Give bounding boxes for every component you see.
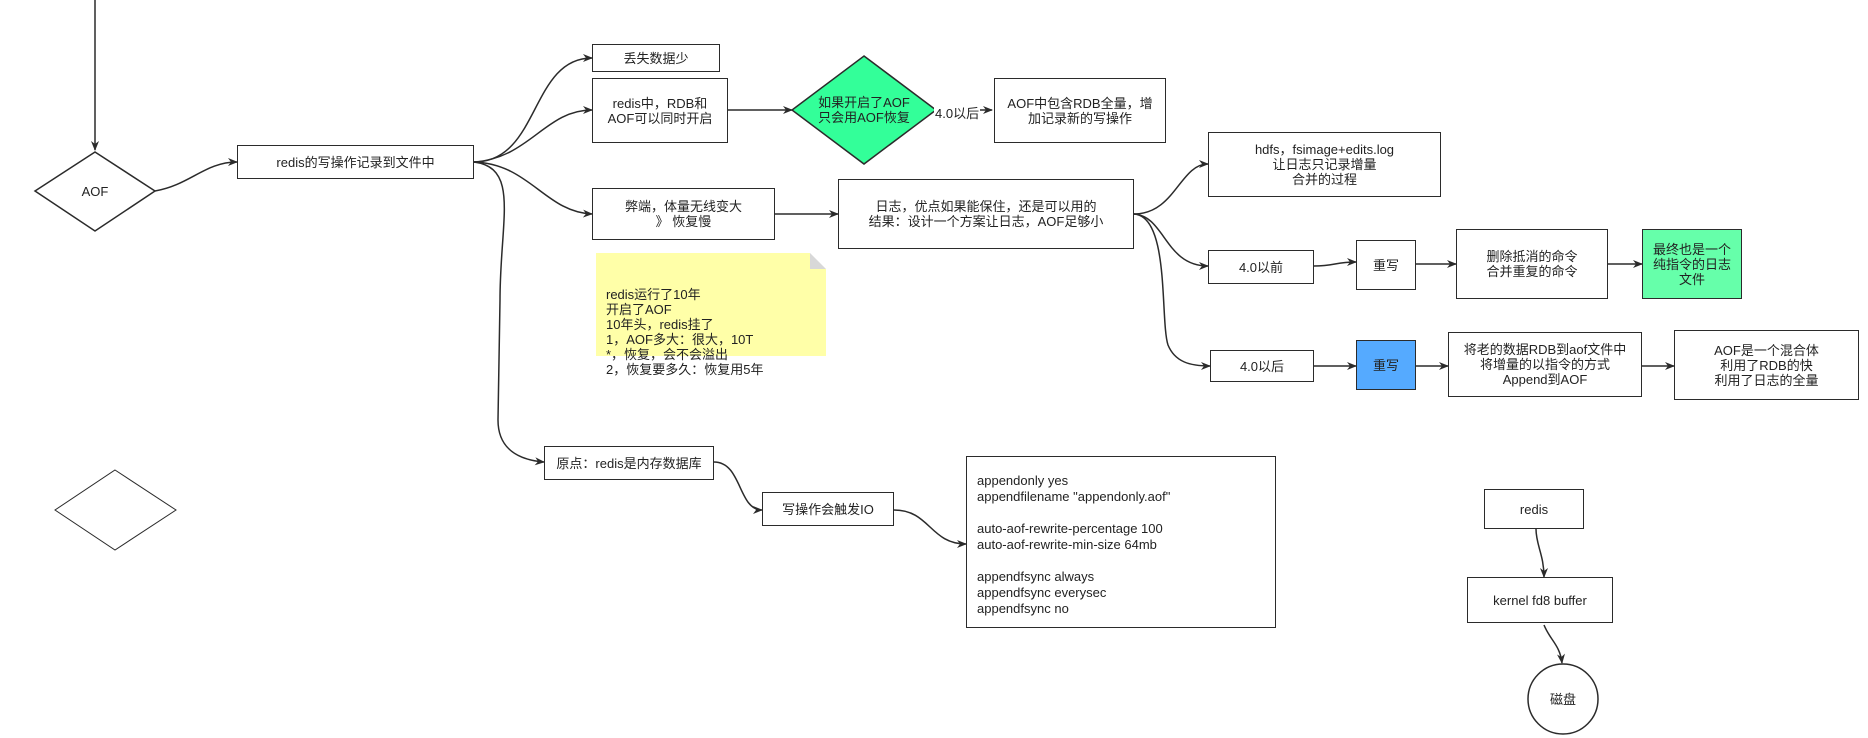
node-lose-less: 丢失数据少	[592, 44, 720, 72]
edge-kernel-to-disk	[1543, 624, 1565, 664]
note-text: redis运行了10年 开启了AOF 10年头，redis挂了 1，AOF多大：…	[606, 287, 764, 377]
edge-writelog-to-drawback	[473, 161, 593, 218]
after40-edge-label: 4.0以后	[934, 103, 981, 122]
empty-diamond	[54, 469, 177, 551]
disk-circle	[1527, 663, 1599, 735]
aof-diamond	[33, 151, 157, 232]
disk-label: 磁盘	[1549, 691, 1576, 707]
node-rewrite1: 重写	[1356, 240, 1416, 290]
node-after40: 4.0以后	[1210, 350, 1314, 382]
if-aof-diamond	[790, 55, 938, 165]
edge-aof-to-writelog	[154, 158, 238, 192]
node-rdb-aof-both: redis中，RDB和 AOF可以同时开启	[592, 78, 728, 143]
edge-writelog-to-rdbaof	[473, 106, 593, 163]
edge-log-to-hdfs	[1133, 160, 1209, 215]
node-final-log: 最终也是一个 纯指令的日志 文件	[1642, 229, 1742, 299]
node-origin: 原点：redis是内存数据库	[544, 446, 714, 480]
edge-log-to-before40	[1133, 213, 1209, 270]
node-config: appendonly yes appendfilename "appendonl…	[966, 456, 1276, 628]
node-delete-cancel: 删除抵消的命令 合并重复的命令	[1456, 229, 1608, 299]
node-old-rdb: 将老的数据RDB到aof文件中 将增量的以指令的方式 Append到AOF	[1448, 332, 1642, 397]
node-rewrite2: 重写	[1356, 340, 1416, 390]
note-fold-corner	[810, 253, 826, 269]
edge-writelog-to-origin	[473, 161, 545, 466]
edge-redis-to-kernel	[1535, 528, 1548, 578]
edge-log-to-after40	[1133, 213, 1211, 370]
edge-writeio-to-config	[893, 509, 967, 548]
node-aof-contains-rdb: AOF中包含RDB全量，增 加记录新的写操作	[994, 78, 1166, 143]
aof-label: AOF	[81, 183, 109, 199]
edge-origin-to-writeio	[713, 461, 763, 514]
if-aof-label: 如果开启了AOF 只会用AOF恢复	[818, 95, 910, 125]
node-drawback: 弊端，体量无线变大 》 恢复慢	[592, 188, 775, 240]
node-hdfs: hdfs，fsimage+edits.log 让日志只记录增量 合并的过程	[1208, 132, 1441, 197]
edge-before40-to-rewrite1	[1313, 258, 1357, 267]
node-write-log: redis的写操作记录到文件中	[237, 145, 474, 179]
node-before40: 4.0以前	[1208, 250, 1314, 284]
sticky-note: redis运行了10年 开启了AOF 10年头，redis挂了 1，AOF多大：…	[596, 253, 826, 377]
node-hybrid: AOF是一个混合体 利用了RDB的快 利用了日志的全量	[1674, 330, 1859, 400]
node-kernel: kernel fd8 buffer	[1467, 577, 1613, 623]
node-log-summary: 日志，优点如果能保住，还是可以用的 结果：设计一个方案让日志，AOF足够小	[838, 179, 1134, 249]
node-write-io: 写操作会触发IO	[762, 492, 894, 526]
node-redis: redis	[1484, 489, 1584, 529]
edge-writelog-to-loseless	[473, 54, 593, 163]
